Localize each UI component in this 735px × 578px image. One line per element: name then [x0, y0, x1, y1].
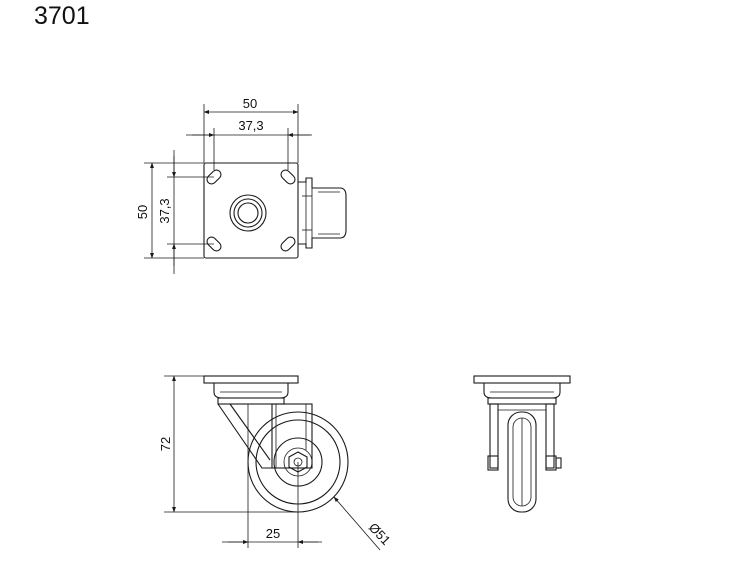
- dim-label-37-3-y: 37,3: [157, 198, 172, 223]
- front-plate: [473, 375, 571, 384]
- side-view: 72 25 Ø51: [158, 375, 394, 551]
- front-axle-bolt-left: [487, 455, 499, 471]
- dim-plate-width: 50: [203, 96, 299, 163]
- side-plate: [203, 375, 299, 384]
- dim-total-height: 72: [158, 375, 298, 513]
- front-swivel-head: [483, 383, 561, 399]
- swivel-head: [213, 383, 289, 399]
- dim-offset: 25: [222, 404, 322, 548]
- drawing-title: 3701: [34, 2, 90, 30]
- swivel-boss-middle: [233, 198, 263, 228]
- dim-label-50: 50: [243, 96, 257, 111]
- top-view-wheel: [298, 177, 347, 249]
- swivel-boss-outer: [229, 194, 267, 232]
- dim-label-37-3-x: 37,3: [238, 118, 263, 133]
- top-view: 50 37,3 50 37,3: [135, 96, 347, 274]
- swivel-boss-inner: [237, 202, 259, 224]
- front-fork-left: [489, 403, 499, 469]
- dim-wheel-diameter: Ø51: [333, 496, 394, 551]
- top-plate: [203, 162, 299, 259]
- raceway: [217, 397, 285, 405]
- dim-label-50-vertical: 50: [135, 205, 150, 219]
- dim-label-diameter-51: Ø51: [366, 520, 394, 548]
- dim-hole-spacing-y: 37,3: [157, 150, 214, 274]
- dim-label-72: 72: [158, 437, 173, 451]
- front-fork-right: [545, 403, 555, 469]
- front-wheel: [507, 411, 537, 513]
- front-raceway: [487, 397, 557, 405]
- fork-body: [271, 403, 313, 469]
- bolt-holes: [206, 169, 296, 252]
- front-view: [473, 375, 571, 513]
- dim-label-25: 25: [266, 526, 280, 541]
- dim-hole-spacing-x: 37,3: [186, 118, 312, 170]
